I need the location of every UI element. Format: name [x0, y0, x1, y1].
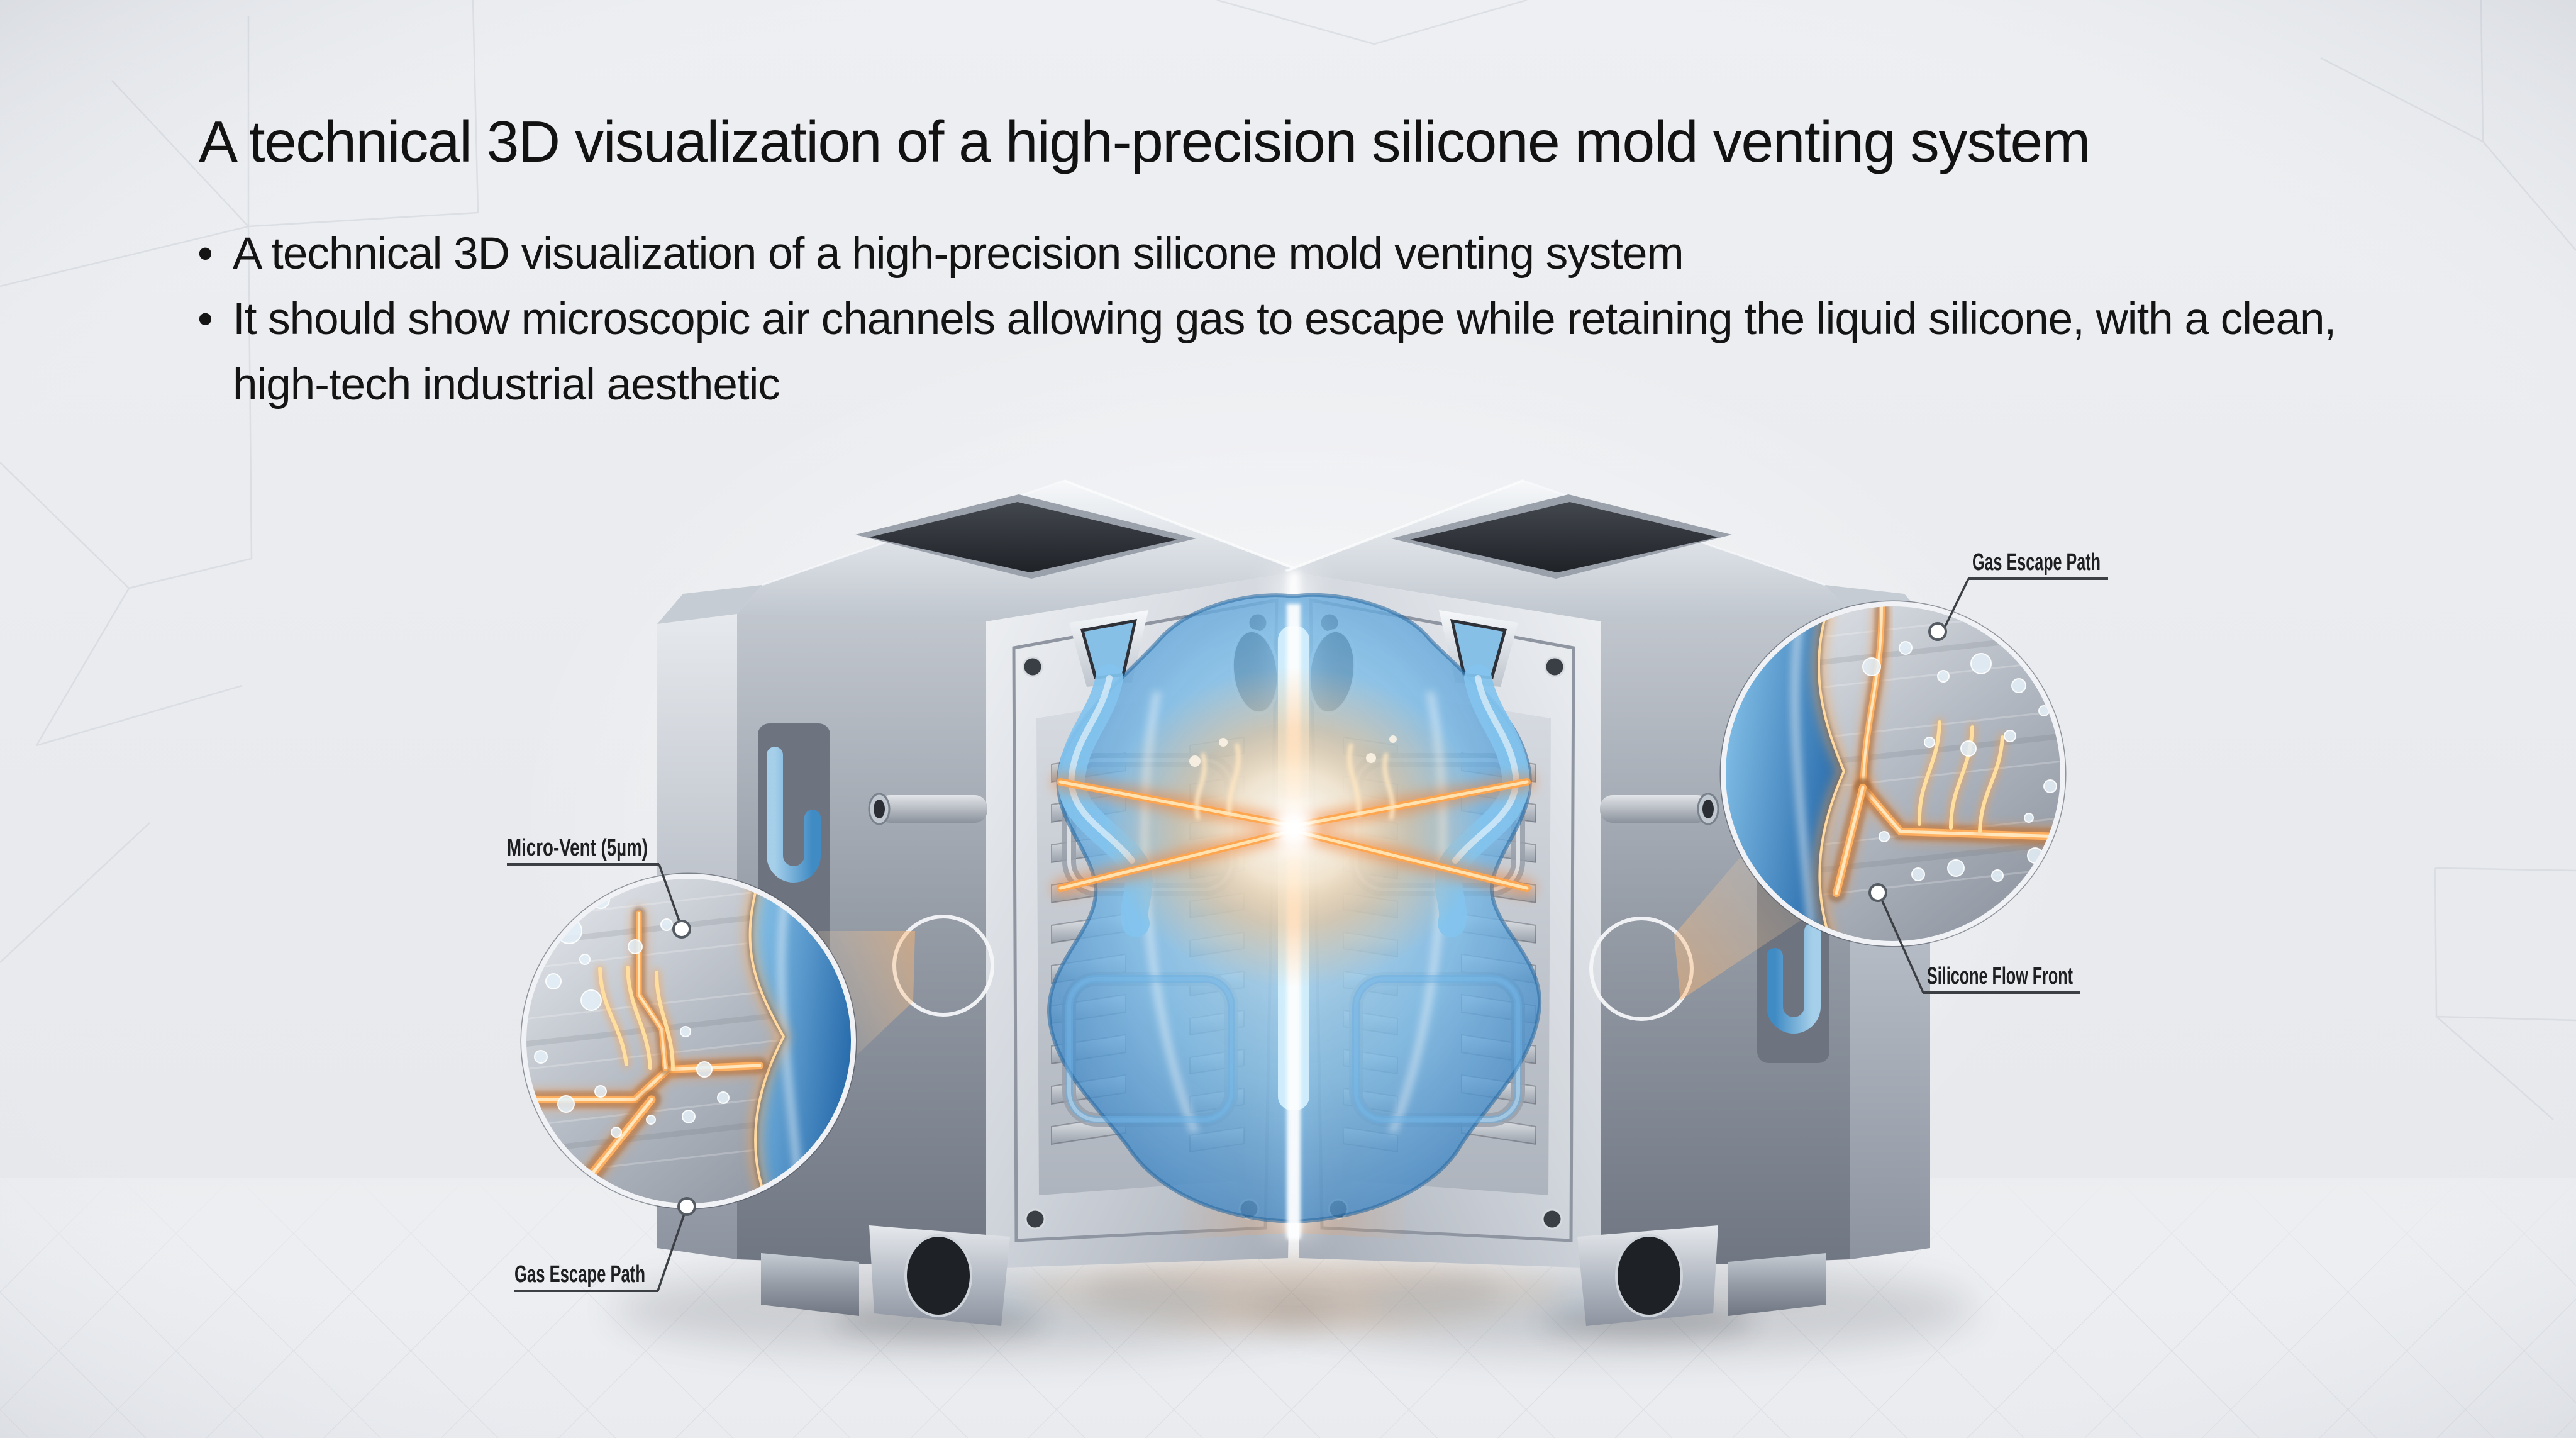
callout-anchor-dot	[1868, 883, 1887, 902]
callout-leader-line	[1880, 899, 1924, 993]
callout-gas-escape-left: Gas Escape Path	[514, 1197, 696, 1292]
bullet-item: • A technical 3D visualization of a high…	[197, 221, 2371, 287]
callout-silicone-flow-front: Silicone Flow Front	[1868, 883, 2080, 994]
callout-anchor-dot	[1928, 622, 1947, 641]
callout-gas-escape-right: Gas Escape Path	[1928, 549, 2108, 641]
bullet-text: It should show microscopic air channels …	[233, 294, 2336, 410]
callout-micro-vent: Micro-Vent (5µm)	[507, 835, 691, 939]
callout-leader-line	[1940, 578, 1970, 636]
callout-anchor-dot	[672, 920, 691, 939]
page-title: A technical 3D visualization of a high-p…	[199, 109, 2090, 175]
bullet-text: A technical 3D visualization of a high-p…	[233, 229, 1684, 279]
callouts: Micro-Vent (5µm) Gas Escape Path Gas Esc…	[507, 549, 2108, 1292]
callout-silicone-flow-front-label: Silicone Flow Front	[1927, 963, 2073, 989]
callout-gas-escape-left-label: Gas Escape Path	[514, 1261, 645, 1288]
callout-leader-line	[658, 864, 680, 922]
bullet-item: • It should show microscopic air channel…	[197, 287, 2371, 418]
bullet-list: • A technical 3D visualization of a high…	[197, 221, 2371, 418]
callout-micro-vent-label: Micro-Vent (5µm)	[507, 835, 648, 861]
bullet-marker: •	[197, 229, 213, 279]
callout-gas-escape-right-label: Gas Escape Path	[1972, 549, 2101, 576]
callout-leader-line	[657, 1213, 686, 1291]
callout-anchor-dot	[677, 1197, 696, 1216]
bullet-marker: •	[197, 294, 213, 344]
